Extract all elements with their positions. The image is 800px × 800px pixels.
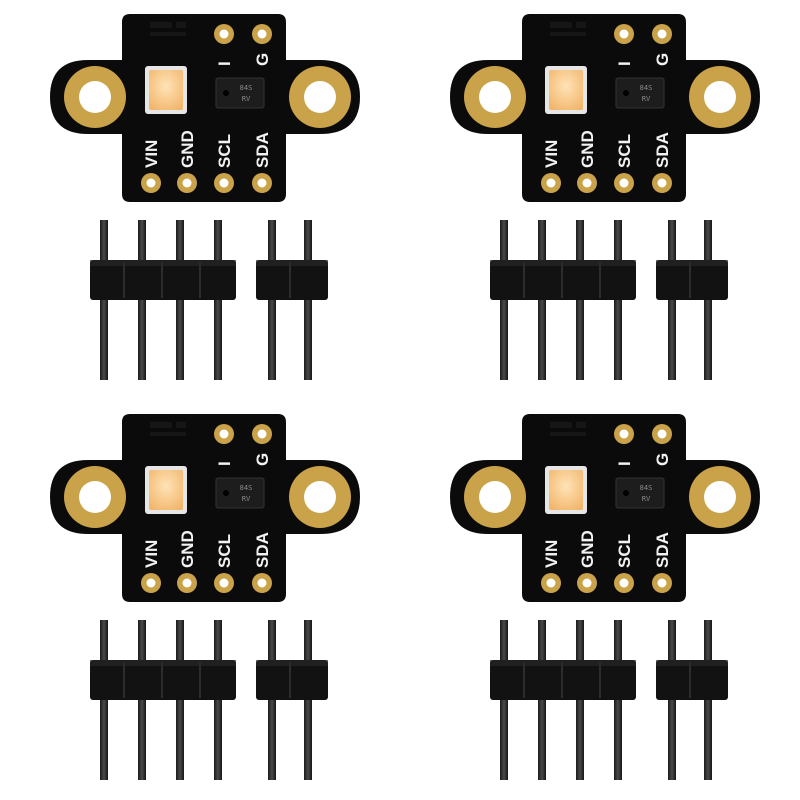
- top-label-g: G: [253, 453, 272, 466]
- top-pads: [214, 424, 272, 444]
- mounting-hole-left: [464, 466, 526, 528]
- sensor-kit-4: 84S RV I G VIN GND SCL SDA: [400, 400, 800, 800]
- pin-label-scl: SCL: [215, 134, 234, 168]
- top-pads: [614, 24, 672, 44]
- top-pads: [214, 24, 272, 44]
- top-label-g: G: [253, 53, 272, 66]
- chip-marking-line2: RV: [642, 95, 651, 103]
- sensor-kit-2: 84S RV I G VIN GND SCL SDA: [400, 0, 800, 400]
- sensor-chip: 84S RV: [615, 77, 665, 109]
- sensor-board: [450, 414, 760, 602]
- bottom-pads: [141, 173, 272, 193]
- top-label-g: G: [653, 53, 672, 66]
- mounting-hole-right: [289, 66, 351, 128]
- pin-label-sda: SDA: [653, 532, 672, 568]
- sensor-board: [450, 14, 760, 202]
- mounting-hole-right: [689, 466, 751, 528]
- pin-header-4: [90, 220, 236, 380]
- chip-marking-line2: RV: [642, 495, 651, 503]
- chip-marking-line1: 84S: [240, 484, 253, 492]
- chip-marking-line2: RV: [242, 95, 251, 103]
- pin-header-2: [256, 620, 328, 780]
- chip-marking-line1: 84S: [640, 484, 653, 492]
- mounting-hole-left: [464, 66, 526, 128]
- mounting-hole-left: [64, 466, 126, 528]
- pin-header-2: [656, 620, 728, 780]
- pin-header-4: [490, 620, 636, 780]
- chip-marking-line2: RV: [242, 495, 251, 503]
- pin-label-vin: VIN: [542, 540, 561, 568]
- pin-label-gnd: GND: [578, 130, 597, 168]
- chip-marking-line1: 84S: [640, 84, 653, 92]
- sensor-board: [50, 14, 360, 202]
- sensor-kit-3: 84S RV I G VIN GND SCL SDA: [0, 400, 400, 800]
- pin-header-2: [256, 220, 328, 380]
- sensor-board: [50, 414, 360, 602]
- pin-label-vin: VIN: [542, 140, 561, 168]
- top-label-i: I: [215, 61, 234, 66]
- mounting-hole-right: [689, 66, 751, 128]
- pin-header-4: [490, 220, 636, 380]
- sensor-kit-1: 84S RV I G VIN GND SCL SDA: [0, 0, 400, 400]
- led-icon: [545, 466, 587, 514]
- pin-label-scl: SCL: [215, 534, 234, 568]
- pin-label-sda: SDA: [653, 132, 672, 168]
- pin-header-4: [90, 620, 236, 780]
- pin-label-gnd: GND: [178, 130, 197, 168]
- pin-label-vin: VIN: [142, 540, 161, 568]
- mounting-hole-right: [289, 466, 351, 528]
- sensor-chip: 84S RV: [615, 477, 665, 509]
- top-label-i: I: [215, 461, 234, 466]
- led-icon: [145, 66, 187, 114]
- top-label-g: G: [653, 453, 672, 466]
- top-pads: [614, 424, 672, 444]
- chip-marking-line1: 84S: [240, 84, 253, 92]
- led-icon: [545, 66, 587, 114]
- pin-label-scl: SCL: [615, 134, 634, 168]
- sensor-chip: 84S RV: [215, 477, 265, 509]
- pin-label-vin: VIN: [142, 140, 161, 168]
- mounting-hole-left: [64, 66, 126, 128]
- pin-label-gnd: GND: [178, 530, 197, 568]
- pin-label-sda: SDA: [253, 132, 272, 168]
- bottom-pads: [541, 173, 672, 193]
- bottom-pads: [541, 573, 672, 593]
- pin-header-2: [656, 220, 728, 380]
- pin-label-sda: SDA: [253, 532, 272, 568]
- pin-label-scl: SCL: [615, 534, 634, 568]
- top-label-i: I: [615, 461, 634, 466]
- led-icon: [145, 466, 187, 514]
- top-label-i: I: [615, 61, 634, 66]
- bottom-pads: [141, 573, 272, 593]
- pin-label-gnd: GND: [578, 530, 597, 568]
- sensor-chip: 84S RV: [215, 77, 265, 109]
